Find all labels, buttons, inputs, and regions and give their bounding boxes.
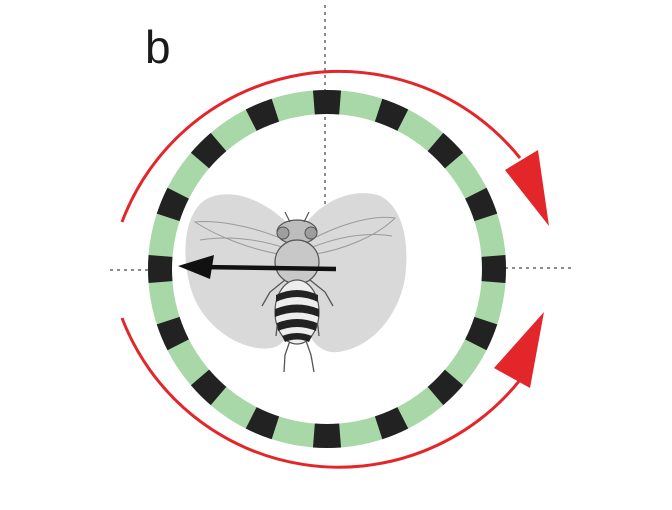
ring-black-stripe xyxy=(481,254,506,284)
ring-black-stripe xyxy=(156,316,189,351)
ring-black-stripe xyxy=(190,369,227,406)
clockwise-arrow-icon xyxy=(120,69,522,223)
ring-black-stripe xyxy=(427,132,464,169)
ring-black-stripe xyxy=(312,423,342,448)
fly-eye-left xyxy=(276,226,290,240)
counterclockwise-arrowhead xyxy=(494,312,544,388)
ring-black-stripe xyxy=(156,187,189,222)
ring-black-stripe xyxy=(374,407,409,440)
ring-black-stripe xyxy=(245,98,280,131)
clockwise-arrowhead xyxy=(505,150,549,226)
fly-antennae xyxy=(284,211,310,223)
ring-black-stripe xyxy=(312,90,342,115)
fly-eye-right xyxy=(304,226,318,240)
ring-black-stripe xyxy=(465,316,498,351)
heading-arrow-icon xyxy=(178,255,337,279)
striped-drum-ring xyxy=(148,90,506,448)
ring-black-stripe xyxy=(245,407,280,440)
ring-black-stripe xyxy=(427,369,464,406)
ring-black-stripe xyxy=(148,254,173,284)
panel-label: b xyxy=(145,21,171,73)
ring-black-stripe xyxy=(190,132,227,169)
ring-black-stripe xyxy=(465,187,498,222)
wing-veins xyxy=(193,216,397,256)
fly-thorax xyxy=(274,239,320,285)
abdomen-stripes xyxy=(275,290,319,342)
ring-black-stripe xyxy=(374,98,409,131)
guide-lines xyxy=(110,5,572,271)
fly-icon xyxy=(185,193,407,373)
counterclockwise-arrow-icon xyxy=(120,317,522,469)
